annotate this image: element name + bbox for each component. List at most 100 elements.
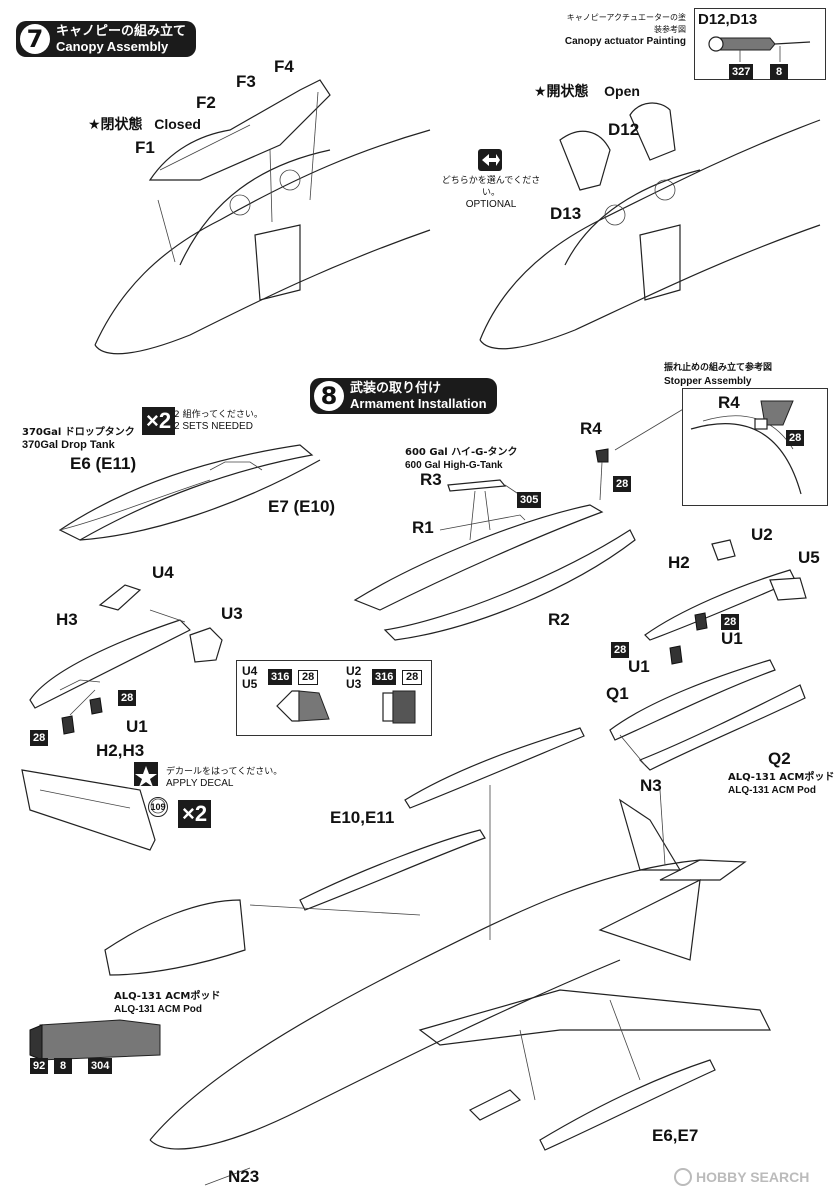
part-E7-E10: E7 (E10) bbox=[268, 497, 336, 516]
part-U2: U2 bbox=[751, 525, 773, 544]
part-F2: F2 bbox=[196, 93, 216, 112]
actuator-paint-8: 8 bbox=[770, 62, 788, 80]
fuselage-closed-drawing bbox=[94, 79, 431, 355]
stopper-paint: 28 bbox=[786, 428, 805, 446]
acm-pod-left-drawing bbox=[29, 1019, 161, 1061]
decal-note-jp: デカールをはってください。 bbox=[166, 767, 283, 777]
drop-tank-sets-jp: 2 組作ってください。 bbox=[174, 410, 263, 420]
decal-note: デカールをはってください。 APPLY DECAL bbox=[166, 766, 282, 790]
drop-tank-title: 370Gal ドロップタンク 370Gal Drop Tank bbox=[22, 426, 135, 452]
high-g-tank-drawing bbox=[353, 448, 636, 641]
stopper-title-jp: 振れ止めの組み立て参考図 bbox=[664, 363, 773, 373]
color-ref-left-paint-b: 28 bbox=[298, 667, 319, 685]
part-E6-E7: E6,E7 bbox=[652, 1126, 699, 1145]
part-H2: H2 bbox=[668, 553, 690, 572]
r4-paint: 28 bbox=[613, 474, 632, 492]
part-D13: D13 bbox=[550, 204, 582, 223]
step-7-title-en: Canopy Assembly bbox=[56, 39, 169, 54]
x2-badge: ×2 bbox=[142, 407, 176, 435]
actuator-title: キャノピーアクチュエーターの塗装参考図 Canopy actuator Pain… bbox=[562, 12, 686, 48]
paint-8-chip: 8 bbox=[770, 64, 788, 80]
stopper-title-en: Stopper Assembly bbox=[664, 376, 752, 387]
acm-pod-right-caption: ALQ-131 ACMポッド ALQ-131 ACM Pod bbox=[728, 771, 834, 797]
part-R4: R4 bbox=[580, 419, 602, 438]
aircraft-main-drawing bbox=[104, 727, 771, 1186]
stopper-title: 振れ止めの組み立て参考図 Stopper Assembly bbox=[664, 362, 814, 388]
part-F1: F1 bbox=[135, 138, 155, 157]
high-g-tank-title-en: 600 Gal High-G-Tank bbox=[405, 460, 503, 471]
paint-305-chip: 305 bbox=[517, 492, 542, 508]
part-D12: D12 bbox=[608, 120, 640, 139]
part-E10-E11: E10,E11 bbox=[330, 808, 395, 827]
step-8-number: 8 bbox=[314, 381, 344, 411]
acm-pod-paint-92: 92 bbox=[30, 1056, 49, 1074]
decal-parts: H2,H3 bbox=[96, 741, 145, 760]
actuator-paint-327: 327 bbox=[729, 62, 754, 80]
part-N23: N23 bbox=[228, 1167, 260, 1186]
watermark-text: HOBBY SEARCH bbox=[696, 1169, 810, 1185]
part-H3: H3 bbox=[56, 610, 78, 629]
part-U4: U4 bbox=[152, 563, 174, 582]
step-7-number: 7 bbox=[20, 24, 50, 54]
color-ref-left-paint-a: 316 bbox=[268, 667, 293, 685]
open-label: ★開状態 Open bbox=[534, 81, 640, 101]
watermark-logo-icon bbox=[674, 1168, 692, 1186]
optional-note-jp: どちらかを選んでください。 bbox=[441, 176, 541, 198]
paint-8-pod-chip: 8 bbox=[54, 1058, 72, 1074]
acm-pod-left-caption: ALQ-131 ACMポッド ALQ-131 ACM Pod bbox=[114, 990, 220, 1016]
decal-note-en: APPLY DECAL bbox=[166, 778, 234, 789]
part-R2: R2 bbox=[548, 610, 570, 629]
r3-paint: 305 bbox=[517, 490, 542, 508]
pod-right-paint-b-chip: 28 bbox=[611, 642, 630, 658]
acm-pod-left-jp: ALQ-131 ACMポッド bbox=[114, 991, 221, 1002]
paint-316-right: 316 bbox=[372, 669, 397, 685]
fuselage-open-drawing bbox=[479, 102, 821, 350]
actuator-title-en: Canopy actuator Painting bbox=[564, 36, 686, 47]
paint-316-left: 316 bbox=[268, 669, 293, 685]
acm-pod-left-en: ALQ-131 ACM Pod bbox=[114, 1004, 202, 1015]
closed-label-jp: ★閉状態 bbox=[88, 117, 143, 133]
actuator-title-jp: キャノピーアクチュエーターの塗装参考図 bbox=[566, 13, 686, 34]
pod-left-paint-a: 28 bbox=[118, 688, 137, 706]
open-label-en: Open bbox=[604, 83, 640, 99]
part-F4: F4 bbox=[274, 57, 294, 76]
part-N3: N3 bbox=[640, 776, 662, 795]
closed-label-en: Closed bbox=[154, 116, 201, 132]
optional-arrows-icon bbox=[478, 149, 502, 171]
acm-pod-right-en: ALQ-131 ACM Pod bbox=[728, 785, 816, 796]
watermark: HOBBY SEARCH bbox=[674, 1168, 809, 1186]
color-ref-left-parts: U4 U5 bbox=[242, 664, 258, 691]
part-U1-right-a: U1 bbox=[721, 629, 743, 648]
pylon-decal-drawing bbox=[21, 762, 166, 851]
decal-x2-badge: ×2 bbox=[178, 800, 212, 828]
step-7-title-jp: キャノピーの組み立て bbox=[56, 24, 187, 39]
part-E6-E11: E6 (E11) bbox=[70, 454, 137, 473]
drop-tank-sets: 2 組作ってください。 2 SETS NEEDED bbox=[174, 409, 263, 433]
color-ref-right-paint-b: 28 bbox=[402, 667, 423, 685]
optional-note-en: OPTIONAL bbox=[465, 199, 517, 210]
paint-304-chip: 304 bbox=[88, 1058, 113, 1074]
pod-right-paint-b: 28 bbox=[611, 640, 630, 658]
high-g-tank-title: 600 Gal ハイ-G-タンク 600 Gal High-G-Tank bbox=[405, 446, 518, 472]
right-pod-drawing bbox=[609, 539, 807, 771]
stopper-leader-line bbox=[614, 404, 691, 451]
actuator-box bbox=[694, 8, 826, 80]
decal-multiplier: ×2 bbox=[178, 800, 212, 828]
optional-note: どちらかを選んでください。 OPTIONAL bbox=[436, 175, 546, 211]
color-ref-right-paint-a: 316 bbox=[372, 667, 397, 685]
step-8-badge: 8 武装の取り付け Armament Installation bbox=[310, 378, 497, 414]
star-decal-icon bbox=[134, 762, 158, 787]
pod-left-paint-b: 28 bbox=[30, 728, 49, 746]
drop-tank-multiplier: ×2 bbox=[142, 407, 176, 435]
step-7-badge: 7 キャノピーの組み立て Canopy Assembly bbox=[16, 21, 197, 57]
decal-number: 109 bbox=[148, 797, 168, 817]
paint-28-right: 28 bbox=[402, 669, 423, 685]
drop-tank-drawing bbox=[58, 444, 321, 541]
part-F3: F3 bbox=[236, 72, 256, 91]
actuator-parts: D12,D13 bbox=[698, 11, 758, 28]
part-Q2: Q2 bbox=[768, 749, 791, 768]
step-8-title-en: Armament Installation bbox=[350, 396, 487, 411]
part-U1-right-b: U1 bbox=[628, 657, 650, 676]
color-ref-right-parts: U2 U3 bbox=[346, 664, 362, 691]
stopper-paint-chip: 28 bbox=[786, 430, 805, 446]
